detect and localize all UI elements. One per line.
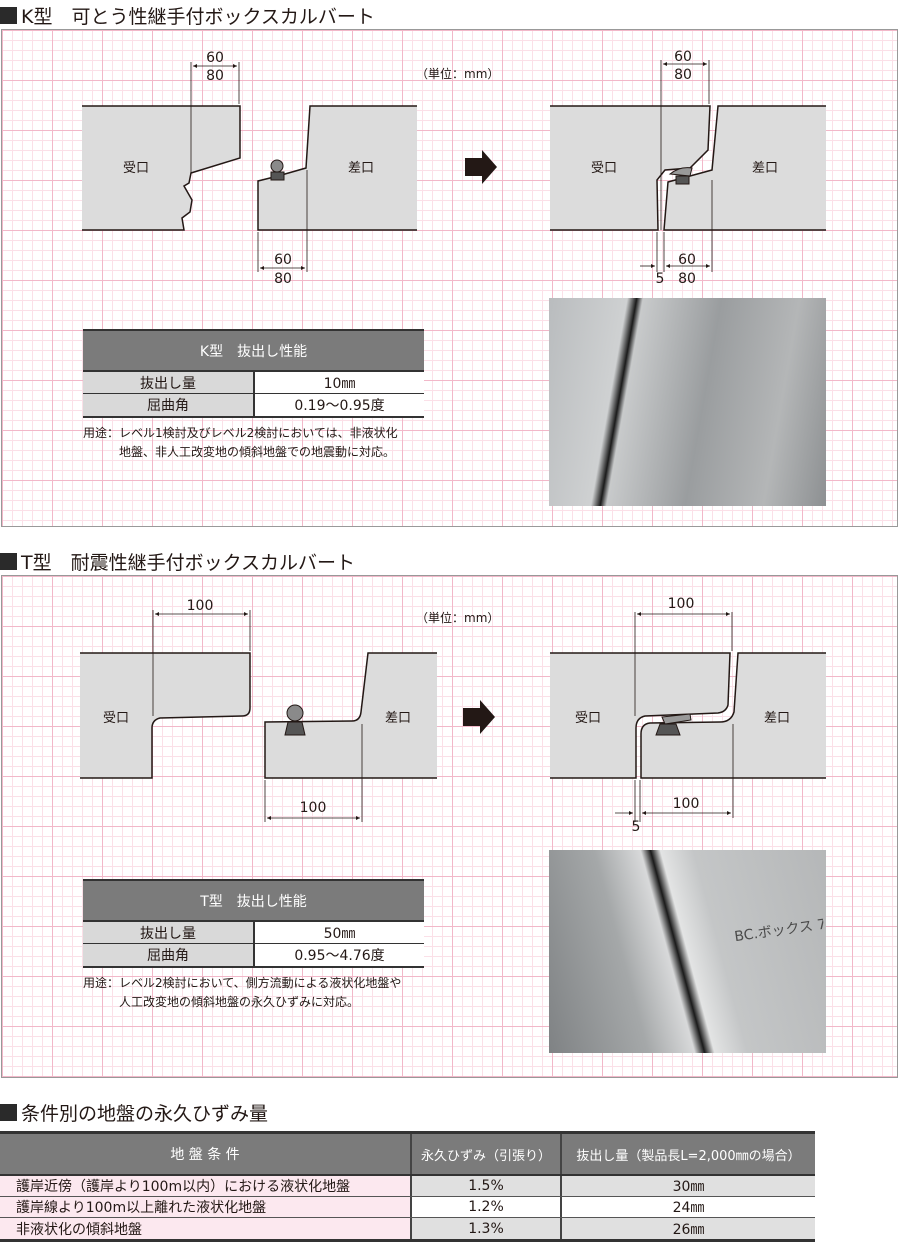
k-table-header: K型 抜出し性能: [83, 331, 424, 372]
photo-marking: BC.ボックス 700×: [733, 913, 825, 946]
column-header: 地 盤 条 件: [0, 1134, 412, 1174]
t-section-title: T型 耐震性継手付ボックスカルバート: [0, 548, 355, 575]
t-joint-photo: BC.ボックス 700×: [549, 850, 826, 1053]
bullet-square-icon: [0, 7, 17, 24]
table-row: 護岸近傍（護岸より100m以内）における液状化地盤 1.5% 30㎜: [0, 1176, 815, 1197]
usage-line: 地盤、非人工改変地の傾斜地盤での地震動に対応。: [119, 445, 396, 459]
cell-pullout: 24㎜: [562, 1197, 815, 1217]
cell-strain: 1.2%: [412, 1197, 562, 1217]
cell-condition: 護岸近傍（護岸より100m以内）における液状化地盤: [0, 1176, 412, 1196]
column-header: 抜出し量（製品長L=2,000㎜の場合）: [576, 1148, 801, 1164]
row-label: 屈曲角: [83, 944, 255, 966]
table-row: 非液状化の傾斜地盤 1.3% 26㎜: [0, 1218, 815, 1239]
cell-pullout: 30㎜: [562, 1176, 815, 1196]
t-table-header: T型 抜出し性能: [83, 881, 424, 922]
k-joint-photo: [549, 298, 826, 506]
row-label: 屈曲角: [83, 394, 255, 416]
bullet-square-icon: [0, 553, 17, 570]
k-title-text: K型 可とう性継手付ボックスカルバート: [21, 6, 375, 28]
cell-pullout: 26㎜: [562, 1218, 815, 1239]
t-title-text: T型 耐震性継手付ボックスカルバート: [21, 552, 356, 574]
row-value: 10㎜: [255, 372, 424, 393]
row-value: 50㎜: [255, 922, 424, 943]
condition-table: 地 盤 条 件 永久ひずみ（引張り） 抜出し量（製品長L=2,000㎜の場合） …: [0, 1131, 815, 1242]
row-value: 0.19〜0.95度: [255, 394, 424, 416]
table-header-row: 地 盤 条 件 永久ひずみ（引張り） 抜出し量（製品長L=2,000㎜の場合）: [0, 1134, 815, 1176]
k-usage-note: 用途：レベル1検討及びレベル2検討においては、非液状化 地盤、非人工改変地の傾斜…: [83, 424, 398, 462]
k-section-title: K型 可とう性継手付ボックスカルバート: [0, 2, 375, 29]
cell-strain: 1.3%: [412, 1218, 562, 1239]
cell-strain: 1.5%: [412, 1176, 562, 1196]
condition-section-title: 条件別の地盤の永久ひずみ量: [0, 1099, 268, 1126]
cell-condition: 護岸線より100m以上離れた液状化地盤: [0, 1197, 412, 1217]
row-value: 0.95〜4.76度: [255, 944, 424, 966]
usage-line: 人工改変地の傾斜地盤の永久ひずみに対応。: [119, 995, 360, 1009]
usage-line: 用途：レベル2検討において、側方流動による液状化地盤や: [83, 976, 402, 990]
table-row: 護岸線より100m以上離れた液状化地盤 1.2% 24㎜: [0, 1197, 815, 1218]
cell-condition: 非液状化の傾斜地盤: [0, 1218, 412, 1239]
usage-line: 用途：レベル1検討及びレベル2検討においては、非液状化: [83, 426, 398, 440]
column-header: 永久ひずみ（引張り）: [412, 1134, 562, 1174]
bullet-square-icon: [0, 1104, 17, 1121]
t-usage-note: 用途：レベル2検討において、側方流動による液状化地盤や 人工改変地の傾斜地盤の永…: [83, 974, 401, 1012]
condition-title-text: 条件別の地盤の永久ひずみ量: [21, 1103, 269, 1125]
row-label: 抜出し量: [83, 922, 255, 943]
row-label: 抜出し量: [83, 372, 255, 393]
